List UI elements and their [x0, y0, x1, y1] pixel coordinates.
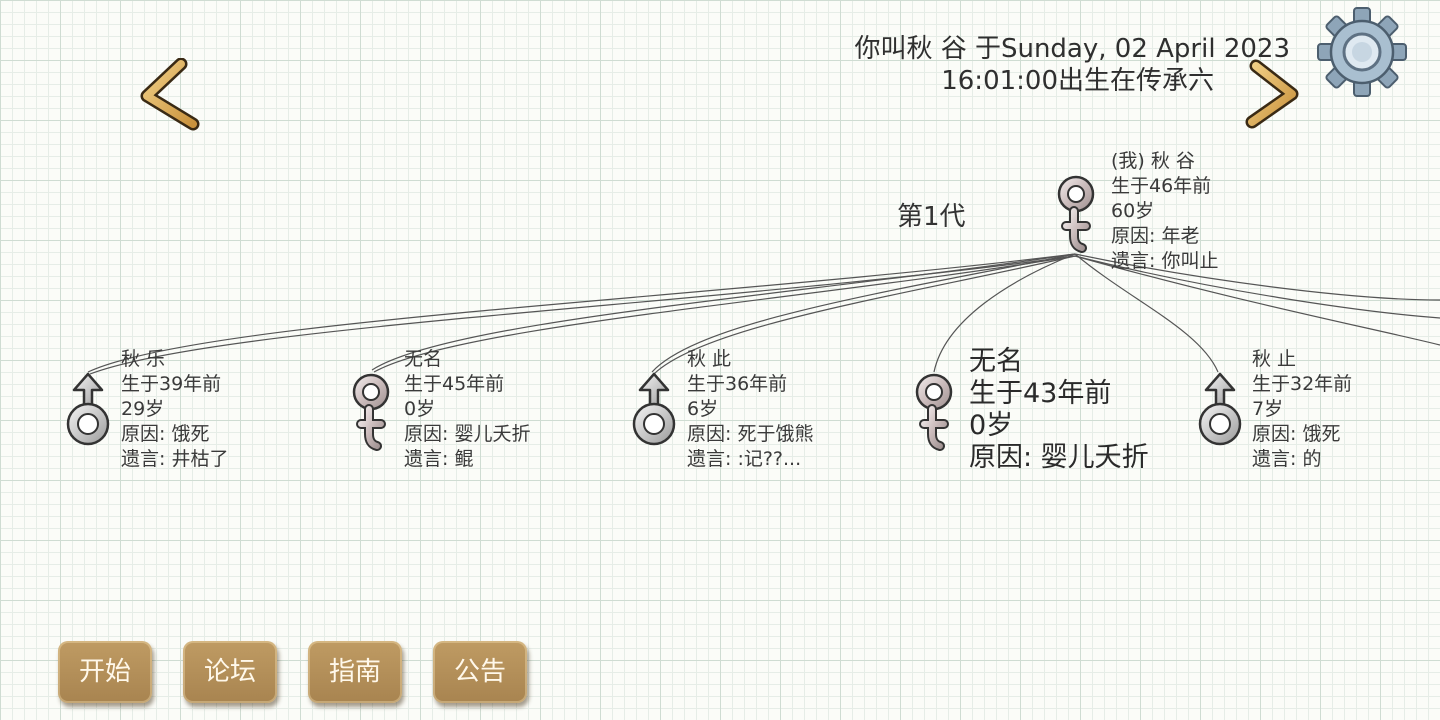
self-age: 60岁: [1111, 200, 1155, 222]
male-symbol-icon: [1198, 372, 1242, 446]
start-button[interactable]: 开始: [58, 641, 152, 703]
child-5-born: 生于32年前: [1252, 373, 1353, 395]
link-to-child-1: [87, 253, 1076, 373]
child-2-born: 生于45年前: [404, 373, 505, 395]
prev-generation-button[interactable]: [135, 57, 205, 138]
child-2-age: 0岁: [404, 398, 436, 420]
child-5-name: 秋 止: [1252, 348, 1297, 370]
child-3-cause: 原因: 死于饿熊: [687, 423, 814, 445]
child-1-name: 秋 乐: [121, 348, 166, 370]
child-1-age: 29岁: [121, 398, 165, 420]
settings-button[interactable]: [1316, 6, 1408, 98]
male-symbol-icon: [66, 372, 110, 446]
child-2-name: 无名: [404, 348, 443, 370]
child-4-born: 生于43年前: [969, 378, 1112, 409]
female-symbol-icon: [915, 373, 953, 451]
child-3-born: 生于36年前: [687, 373, 788, 395]
child-4-age: 0岁: [969, 410, 1014, 441]
child-5-cause: 原因: 饿死: [1252, 423, 1341, 445]
child-info-1: 秋 乐 生于39年前 29岁 原因: 饿死 遗言: 井枯了: [121, 347, 228, 472]
child-3-age: 6岁: [687, 398, 719, 420]
female-symbol-icon: [352, 373, 390, 451]
child-1-last-words: 遗言: 井枯了: [121, 448, 229, 470]
child-3-last-words: 遗言: :记??...: [687, 448, 802, 470]
self-last-words: 遗言: 你叫止: [1111, 250, 1219, 272]
child-5-age: 7岁: [1252, 398, 1284, 420]
notice-button[interactable]: 公告: [433, 641, 527, 703]
child-info-4: 无名 生于43年前 0岁 原因: 婴儿夭折: [969, 346, 1149, 474]
child-4-cause: 原因: 婴儿夭折: [969, 442, 1149, 473]
birth-info-line1: 你叫秋 谷 于Sunday, 02 April 2023: [854, 34, 1290, 64]
child-info-2: 无名 生于45年前 0岁 原因: 婴儿夭折 遗言: 鲲: [404, 347, 530, 472]
self-born: 生于46年前: [1111, 175, 1212, 197]
generation-label: 第1代: [897, 202, 966, 232]
guide-button[interactable]: 指南: [308, 641, 402, 703]
male-symbol-icon: [632, 372, 676, 446]
child-2-last-words: 遗言: 鲲: [404, 448, 474, 470]
forum-button[interactable]: 论坛: [183, 641, 277, 703]
gear-icon: [1317, 7, 1407, 97]
birth-info-header: 你叫秋 谷 于Sunday, 02 April 2023 16:01:00出生在…: [760, 33, 1290, 97]
child-info-3: 秋 此 生于36年前 6岁 原因: 死于饿熊 遗言: :记??...: [687, 347, 813, 472]
self-cause: 原因: 年老: [1111, 225, 1200, 247]
female-symbol-icon: [1057, 175, 1095, 253]
child-1-cause: 原因: 饿死: [121, 423, 210, 445]
chevron-left-icon: [140, 57, 200, 131]
child-2-cause: 原因: 婴儿夭折: [404, 423, 531, 445]
self-info: (我) 秋 谷 生于46年前 60岁 原因: 年老 遗言: 你叫止: [1111, 149, 1218, 274]
child-info-5: 秋 止 生于32年前 7岁 原因: 饿死 遗言: 的: [1252, 347, 1352, 472]
child-4-name: 无名: [969, 346, 1023, 377]
self-name: (我) 秋 谷: [1111, 150, 1195, 172]
child-1-born: 生于39年前: [121, 373, 222, 395]
child-5-last-words: 遗言: 的: [1252, 448, 1322, 470]
birth-info-line2: 16:01:00出生在传承六: [941, 66, 1214, 96]
chevron-right-icon: [1245, 59, 1299, 129]
child-3-name: 秋 此: [687, 348, 732, 370]
next-generation-button[interactable]: [1240, 58, 1310, 138]
